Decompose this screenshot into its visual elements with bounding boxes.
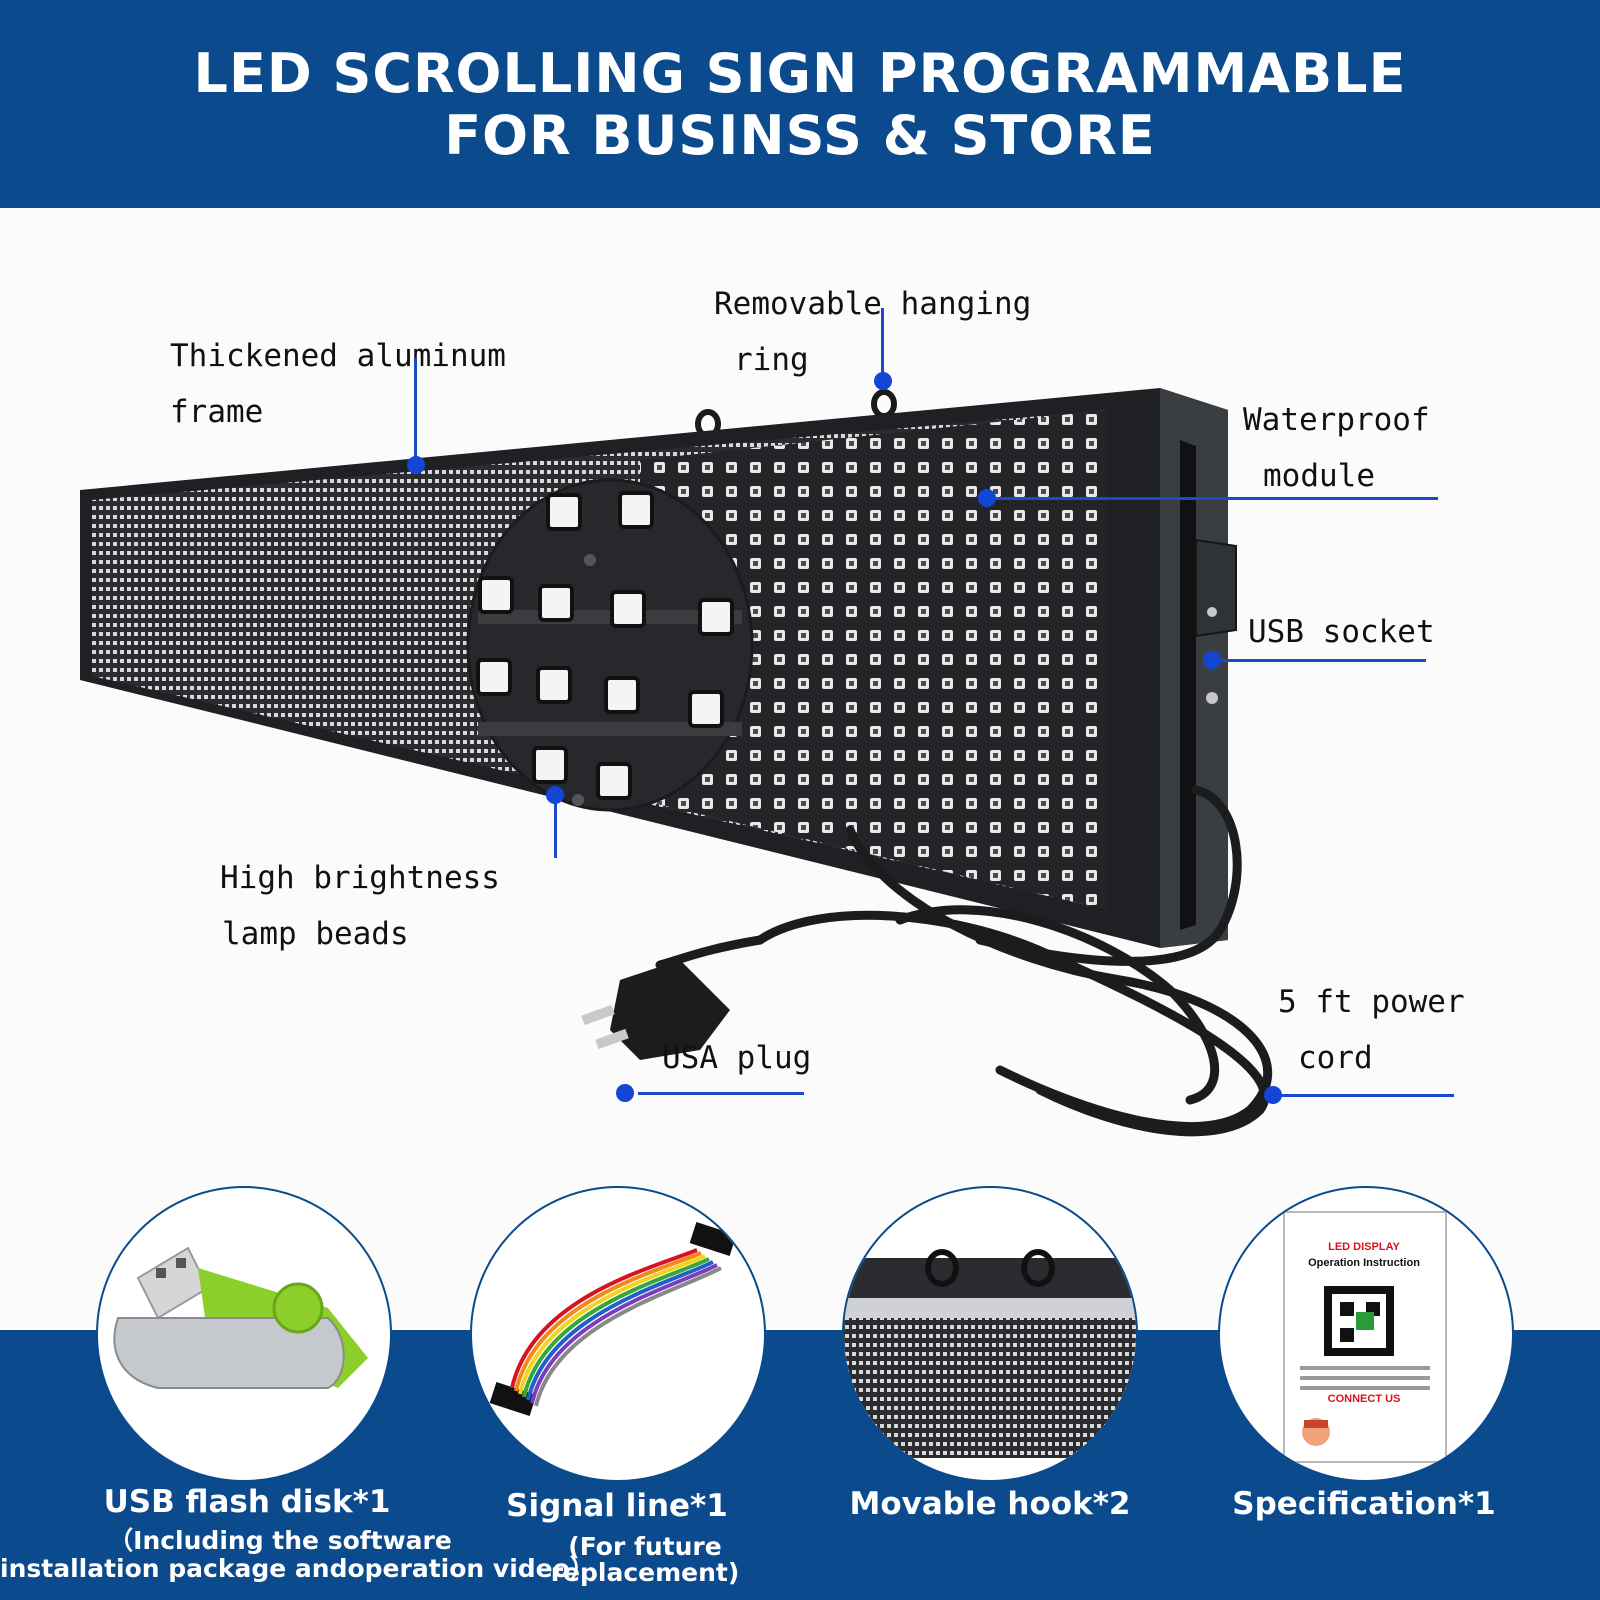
accessory-usb-label: USB flash disk*1	[103, 1484, 391, 1520]
operation-manual-icon	[1283, 1211, 1447, 1463]
header-banner: LED SCROLLING SIGN PROGRAMMABLE FOR BUSI…	[0, 0, 1600, 208]
manual-text-overlay: LED DISPLAY Operation Instruction CONNEC…	[1308, 1241, 1420, 1405]
callout-ring-line-1: Removable hanging	[714, 286, 1032, 322]
accessory-hook-label: Movable hook*2	[849, 1486, 1131, 1522]
hanging-ring-right	[871, 389, 897, 419]
usa-plug	[581, 960, 730, 1060]
callout-beads-line-1: High brightness	[220, 860, 500, 896]
callout-ring-leader	[881, 308, 884, 378]
callout-waterproof-line-2: module	[1263, 458, 1375, 494]
ribbon-cable-icon	[489, 1222, 737, 1416]
callout-waterproof-line-1: Waterproof	[1243, 402, 1430, 438]
callout-frame-line-2: frame	[170, 394, 264, 430]
movable-hook-icon	[844, 1249, 1136, 1458]
lamp-bead-magnifier	[466, 478, 754, 812]
led-sign-illustration	[80, 388, 1273, 1137]
accessory-signal-sub-1: (For future	[568, 1532, 722, 1561]
product-stage: Thickened aluminum frame Removable hangi…	[0, 208, 1600, 1328]
accessory-specification	[1218, 1186, 1514, 1482]
callout-frame-line-1: Thickened aluminum	[170, 338, 506, 374]
accessory-signal-sub-2: replacement)	[550, 1558, 740, 1587]
page-title-line-2: FOR BUSINSS & STORE	[444, 104, 1156, 167]
accessory-movable-hook	[842, 1186, 1138, 1482]
accessory-signal-label: Signal line*1	[506, 1488, 728, 1524]
manual-subtitle: Operation Instruction	[1308, 1257, 1420, 1269]
callout-beads-dot	[546, 786, 564, 804]
callout-ring-line-2: ring	[734, 342, 809, 378]
callout-cord-line-2: cord	[1298, 1040, 1373, 1076]
accessory-usb-sub-2: installation package andoperation video）	[0, 1554, 595, 1583]
accessory-usb-flash-disk	[96, 1186, 392, 1482]
manual-contact: CONNECT US	[1328, 1393, 1401, 1405]
callout-ring-dot	[874, 372, 892, 390]
callout-cord-line-1: 5 ft power	[1278, 984, 1465, 1020]
accessory-signal-line	[470, 1186, 766, 1482]
manual-title: LED DISPLAY	[1328, 1241, 1400, 1253]
callout-frame-dot	[407, 456, 425, 474]
callout-usb-socket: USB socket	[1248, 614, 1435, 650]
page-title-line-1: LED SCROLLING SIGN PROGRAMMABLE	[193, 42, 1407, 105]
callout-usb-leader	[1212, 659, 1426, 662]
callout-usb-dot	[1203, 651, 1221, 669]
accessory-usb-sub-1: （Including the software	[108, 1526, 452, 1555]
callout-plug-dot	[616, 1084, 634, 1102]
callout-beads-line-2: lamp beads	[222, 916, 409, 952]
callout-waterproof-leader	[986, 497, 1438, 500]
usb-flash-disk-icon	[113, 1246, 368, 1389]
power-cord	[655, 785, 1273, 1137]
callout-frame-leader	[414, 358, 417, 458]
callout-cord-dot	[1264, 1086, 1282, 1104]
callout-plug: USA plug	[662, 1040, 812, 1076]
callout-plug-leader	[638, 1092, 804, 1095]
accessory-spec-label: Specification*1	[1232, 1486, 1496, 1522]
callout-waterproof-dot	[978, 489, 996, 507]
callout-beads-leader	[554, 788, 557, 858]
callout-cord-leader	[1276, 1094, 1454, 1097]
